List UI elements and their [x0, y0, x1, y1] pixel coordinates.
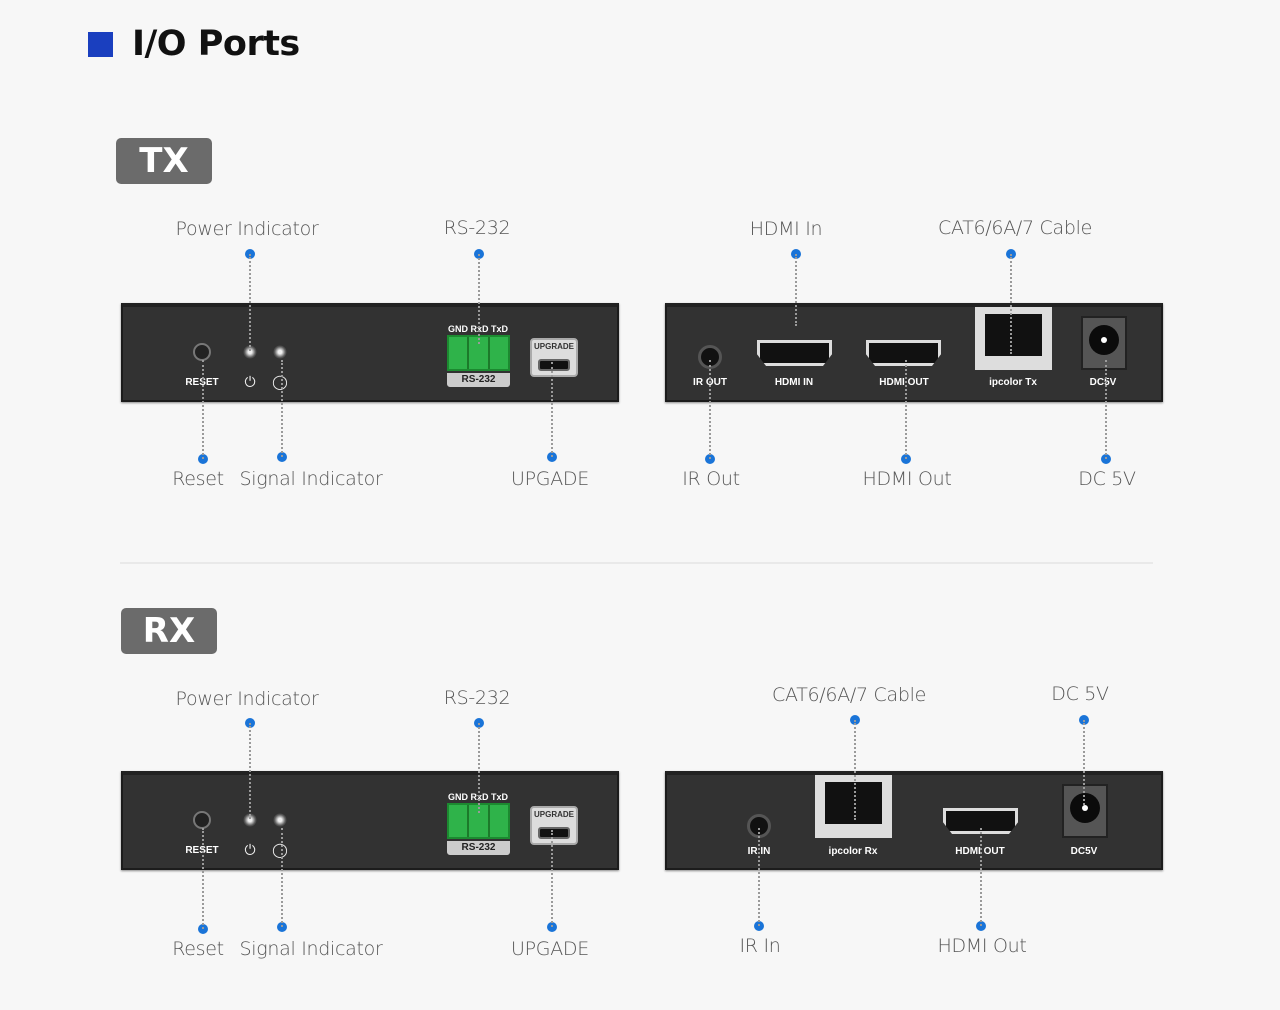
tx-front-panel: RESET ⏻ ◯ GND RxD TxD RS-232 UPGRADE: [121, 303, 619, 402]
power-led: [243, 813, 257, 827]
callout-leader-line: [281, 828, 283, 927]
rs232-port-label: RS-232: [447, 841, 510, 855]
callout-hdmi-in: HDMI In: [749, 218, 823, 240]
callout-power-indicator: Power Indicator: [175, 218, 319, 240]
callout-hdmi-out: HDMI Out: [937, 935, 1027, 957]
page-title: I/O Ports: [132, 24, 300, 64]
power-led: [243, 345, 257, 359]
signal-icon: ◯: [272, 373, 288, 390]
callout-leader-line: [551, 362, 553, 457]
callout-leader-line: [202, 828, 204, 929]
power-icon: ⏻: [244, 373, 256, 390]
callout-ir-in: IR In: [739, 935, 781, 957]
signal-icon: ◯: [272, 841, 288, 858]
callout-power-indicator: Power Indicator: [175, 688, 319, 710]
callout-dot: [705, 454, 715, 464]
callout-leader-line: [905, 360, 907, 459]
rj45-port-label: ipcolor Rx: [828, 846, 878, 857]
callout-dot: [277, 452, 287, 462]
upgrade-port-label: UPGRADE: [533, 810, 574, 819]
callout-leader-line: [795, 254, 797, 326]
callout-signal-indicator: Signal Indicator: [239, 938, 383, 960]
callout-reset: Reset: [172, 468, 224, 490]
callout-reset: Reset: [172, 938, 224, 960]
callout-rs232: RS-232: [443, 687, 511, 709]
callout-leader-line: [551, 830, 553, 927]
hdmi-out-port: [943, 808, 1018, 834]
callout-leader-line: [1010, 254, 1012, 354]
rj45-port-label: ipcolor Tx: [989, 377, 1037, 388]
callout-hdmi-out: HDMI Out: [862, 468, 952, 490]
rj45-port: [975, 307, 1052, 370]
callout-cat-cable: CAT6/6A/7 Cable: [938, 217, 1092, 239]
callout-leader-line: [854, 720, 856, 820]
rj45-port: [815, 775, 892, 838]
rx-rear-panel: IR IN ipcolor Rx HDMI OUT DC5V: [665, 771, 1163, 870]
divider: [120, 562, 1153, 564]
power-icon: ⏻: [244, 841, 256, 858]
dc-jack: [1081, 316, 1127, 370]
callout-dot: [277, 922, 287, 932]
hdmi-in-port: [757, 340, 832, 366]
callout-leader-line: [249, 254, 251, 351]
callout-dc-5v: DC 5V: [1051, 683, 1109, 705]
hdmi-in-port-label: HDMI IN: [774, 377, 814, 388]
callout-leader-line: [709, 360, 711, 459]
callout-upgrade: UPGADE: [511, 938, 589, 960]
callout-leader-line: [980, 828, 982, 926]
callout-dot: [754, 921, 764, 931]
upgrade-port-label: UPGRADE: [533, 342, 574, 351]
dc-port-label: DC5V: [1070, 846, 1098, 857]
callout-leader-line: [281, 360, 283, 457]
callout-leader-line: [478, 254, 480, 344]
callout-signal-indicator: Signal Indicator: [239, 468, 383, 490]
callout-leader-line: [758, 828, 760, 926]
callout-dot: [547, 922, 557, 932]
callout-leader-line: [249, 723, 251, 819]
signal-led: [273, 345, 287, 359]
callout-dc-5v: DC 5V: [1078, 468, 1136, 490]
hdmi-out-port: [866, 340, 941, 366]
signal-led: [273, 813, 287, 827]
dc-port-label: DC5V: [1089, 377, 1117, 388]
callout-leader-line: [202, 360, 204, 459]
callout-leader-line: [478, 723, 480, 813]
callout-leader-line: [1105, 360, 1107, 459]
rs232-port-label: RS-232: [447, 373, 510, 387]
dc-jack: [1062, 784, 1108, 838]
title-marker: [88, 32, 113, 57]
callout-dot: [901, 454, 911, 464]
callout-dot: [976, 921, 986, 931]
callout-upgrade: UPGADE: [511, 468, 589, 490]
upgrade-port: UPGRADE: [530, 338, 578, 377]
callout-ir-out: IR Out: [682, 468, 740, 490]
callout-dot: [547, 452, 557, 462]
callout-rs232: RS-232: [443, 217, 511, 239]
callout-leader-line: [1083, 720, 1085, 805]
reset-button: [193, 811, 211, 829]
upgrade-port: UPGRADE: [530, 806, 578, 845]
tx-rear-panel: IR OUT HDMI IN HDMI OUT ipcolor Tx DC5V: [665, 303, 1163, 402]
callout-dot: [198, 924, 208, 934]
callout-cat-cable: CAT6/6A/7 Cable: [772, 684, 926, 706]
tx-badge: TX: [116, 138, 212, 184]
rx-badge: RX: [121, 608, 217, 654]
callout-dot: [1101, 454, 1111, 464]
reset-button: [193, 343, 211, 361]
callout-dot: [198, 454, 208, 464]
hdmi-out-port-label: HDMI OUT: [879, 377, 929, 388]
rx-front-panel: RESET ⏻ ◯ GND RxD TxD RS-232 UPGRADE: [121, 771, 619, 870]
